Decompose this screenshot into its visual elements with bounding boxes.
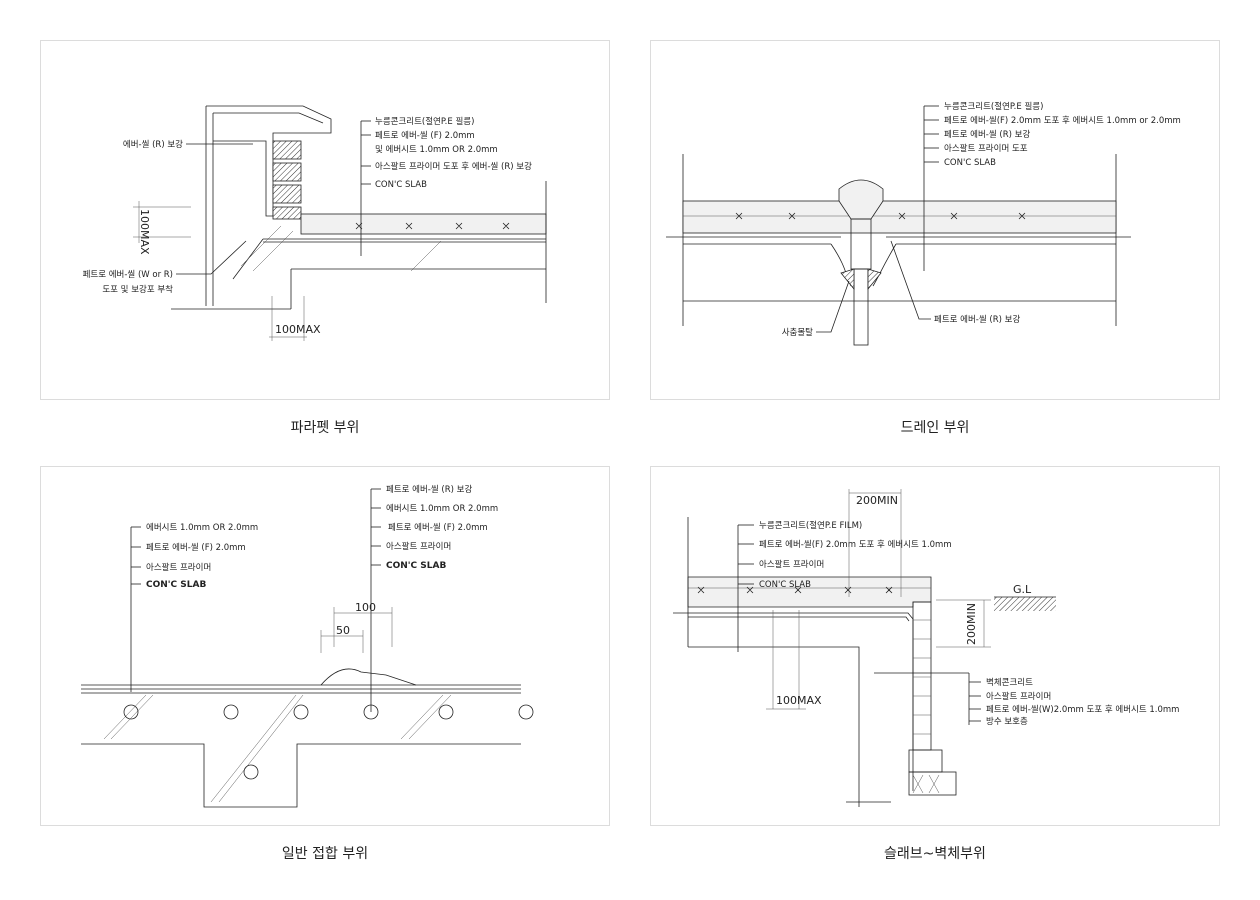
svg-text:100MAX: 100MAX	[275, 323, 321, 336]
label-asphalt-primer: 아스팔트 프라이머	[759, 559, 824, 570]
leader-labels: 누름콘크리트(절연P.E 필름) 페트로 에버-씰 (F) 2.0mm 및 에버…	[83, 116, 533, 295]
label-protection-layer: 방수 보호층	[986, 716, 1028, 727]
label-conc-slab: CON'C SLAB	[759, 580, 811, 590]
svg-text:200MIN: 200MIN	[856, 494, 898, 507]
label-asphalt-primer: 아스팔트 프라이머 도포 후 에버-씰 (R) 보강	[375, 161, 532, 172]
label-conc-slab: CON'C SLAB	[146, 580, 206, 590]
label-everseal-f: 페트로 에버-씰(F) 2.0mm 도포 후 에버시트 1.0mm or 2.0…	[944, 115, 1181, 126]
label-eversheet: 및 에버시트 1.0mm OR 2.0mm	[375, 144, 498, 155]
label-eversheet: 에버시트 1.0mm OR 2.0mm	[386, 503, 498, 514]
label-conc-slab: CON'C SLAB	[944, 158, 996, 168]
label-everseal-r: 에버-씰 (R) 보강	[123, 139, 183, 150]
label-everseal-r-lower: 페트로 에버-씰 (R) 보강	[934, 314, 1020, 325]
label-everseal-f: 페트로 에버-씰 (F) 2.0mm	[388, 522, 488, 533]
label-conc-slab: CON'C SLAB	[386, 561, 446, 571]
label-conc-slab: CON'C SLAB	[375, 180, 427, 190]
drain-structure	[666, 154, 1131, 346]
label-protect-concrete: 누름콘크리트(절연P.E 필름)	[375, 116, 474, 127]
leader-labels: 누름콘크리트(절연P.E FILM) 페트로 에버-씰(F) 2.0mm 도포 …	[738, 521, 952, 590]
dimension-100: 100	[333, 601, 393, 647]
label-everseal-f: 페트로 에버-씰 (F) 2.0mm	[146, 542, 246, 553]
general-joint-detail-drawing: 에버시트 1.0mm OR 2.0mm 페트로 에버-씰 (F) 2.0mm 아…	[40, 466, 610, 826]
label-everseal-r: 페트로 에버-씰 (R) 보강	[386, 484, 472, 495]
dimension-200min-top: 200MIN	[848, 489, 902, 597]
label-reinforcement-cloth: 도포 및 보강포 부착	[102, 284, 173, 295]
slab-wall-detail-drawing: 누름콘크리트(절연P.E FILM) 페트로 에버-씰(F) 2.0mm 도포 …	[650, 466, 1220, 826]
dimension-100max: 100MAX	[766, 610, 822, 710]
caption-general-joint: 일반 접합 부위	[281, 846, 369, 862]
drain-detail-drawing: 누름콘크리트(절연P.E 필름) 페트로 에버-씰(F) 2.0mm 도포 후 …	[650, 40, 1220, 400]
caption-slab-wall: 슬래브~벽체부위	[884, 846, 986, 862]
svg-text:100MAX: 100MAX	[776, 694, 822, 707]
parapet-structure	[171, 105, 547, 310]
dimension-100max-horizontal: 100MAX	[269, 296, 321, 341]
joint-structure	[81, 668, 534, 808]
svg-text:100MAX: 100MAX	[138, 209, 151, 255]
svg-text:200MIN: 200MIN	[965, 603, 978, 645]
label-asphalt-primer: 아스팔트 프라이머	[386, 541, 451, 552]
leader-labels-left: 에버시트 1.0mm OR 2.0mm 페트로 에버-씰 (F) 2.0mm 아…	[130, 522, 258, 692]
label-mortar: 사춤몰탈	[782, 328, 813, 338]
label-protect-concrete: 누름콘크리트(절연P.E FILM)	[759, 521, 862, 531]
caption-drain: 드레인 부위	[900, 420, 970, 436]
wall-leader-labels: 벽체콘크리트 아스팔트 프라이머 페트로 에버-씰(W)2.0mm 도포 후 에…	[874, 672, 1179, 727]
svg-text:50: 50	[336, 624, 350, 637]
label-wall-asphalt-primer: 아스팔트 프라이머	[986, 691, 1051, 702]
label-wall-concrete: 벽체콘크리트	[986, 677, 1033, 688]
label-everseal-w-or-r: 페트로 에버-씰 (W or R)	[83, 269, 173, 280]
dimension-200min-vertical: 200MIN	[936, 599, 991, 648]
label-wall-everseal-w: 페트로 에버-씰(W)2.0mm 도포 후 에버시트 1.0mm	[986, 704, 1179, 715]
label-everseal-f: 페트로 에버-씰(F) 2.0mm 도포 후 에버시트 1.0mm	[759, 539, 952, 550]
parapet-detail-drawing: 누름콘크리트(절연P.E 필름) 페트로 에버-씰 (F) 2.0mm 및 에버…	[40, 40, 610, 400]
leader-labels: 누름콘크리트(절연P.E 필름) 페트로 에버-씰(F) 2.0mm 도포 후 …	[782, 101, 1181, 338]
label-asphalt-primer: 아스팔트 프라이머 도포	[944, 143, 1028, 154]
dimension-50: 50	[320, 624, 364, 653]
label-everseal-f: 페트로 에버-씰 (F) 2.0mm	[375, 130, 475, 141]
svg-text:100: 100	[355, 601, 376, 614]
label-protect-concrete: 누름콘크리트(절연P.E 필름)	[944, 101, 1043, 112]
label-eversheet: 에버시트 1.0mm OR 2.0mm	[146, 522, 258, 533]
label-everseal-r: 페트로 에버-씰 (R) 보강	[944, 129, 1030, 140]
label-asphalt-primer: 아스팔트 프라이머	[146, 562, 211, 573]
caption-parapet: 파라펫 부위	[290, 420, 360, 436]
leader-labels-right: 페트로 에버-씰 (R) 보강 에버시트 1.0mm OR 2.0mm 페트로 …	[370, 484, 498, 712]
slab-wall-structure	[673, 517, 1056, 807]
dimension-100max-vertical: 100MAX	[133, 201, 191, 255]
ground-level-label: G.L	[1013, 583, 1032, 596]
